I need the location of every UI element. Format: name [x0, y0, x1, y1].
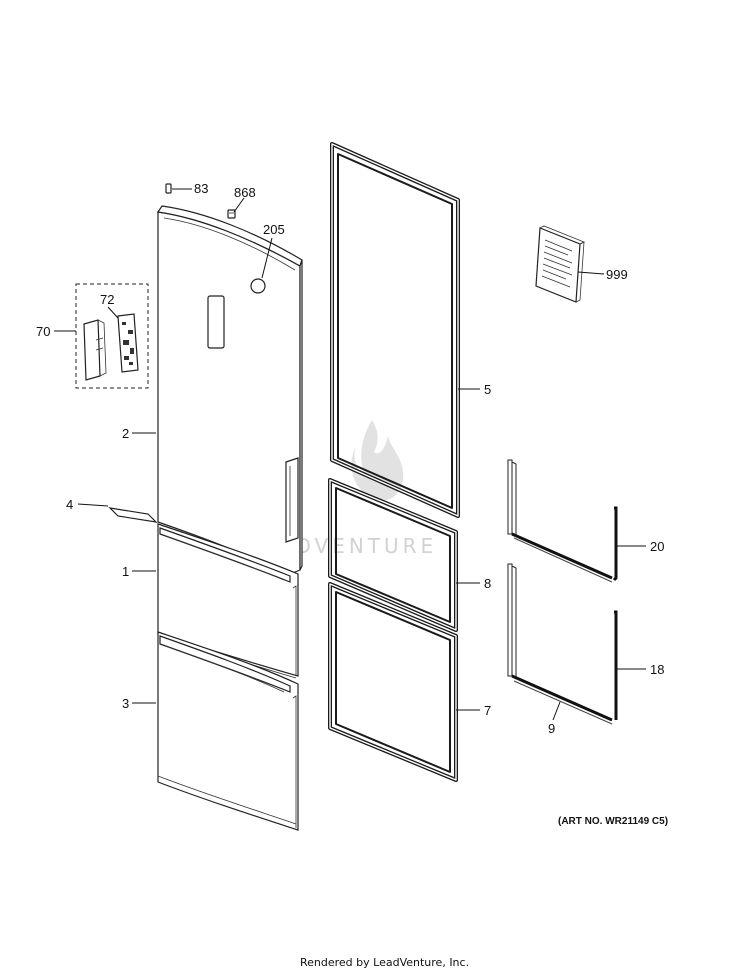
part-18-trim [507, 563, 618, 720]
callout-83: 83 [194, 181, 208, 196]
callout-3: 3 [122, 696, 129, 711]
callout-72: 72 [100, 292, 114, 307]
callout-8: 8 [484, 576, 491, 591]
part-4-trim-strip [108, 507, 158, 523]
callout-70: 70 [36, 324, 50, 339]
callout-1: 1 [122, 564, 129, 579]
callout-7: 7 [484, 703, 491, 718]
part-3-freezer-drawer-front [157, 631, 299, 831]
callout-20: 20 [650, 539, 664, 554]
part-868-cap [227, 209, 236, 219]
callout-18: 18 [650, 662, 664, 677]
part-83-clip [165, 183, 172, 194]
part-72-control-board [117, 313, 139, 373]
part-2-fresh-food-door [156, 205, 303, 575]
callout-205: 205 [263, 222, 285, 237]
part-5-fresh-food-gasket [330, 142, 460, 518]
callout-999: 999 [606, 267, 628, 282]
callout-4: 4 [66, 497, 73, 512]
footer-credit: Rendered by LeadVenture, Inc. [300, 956, 469, 969]
callout-9: 9 [548, 721, 555, 736]
part-9-bottom-trim [511, 674, 613, 725]
part-999-manual [535, 225, 585, 303]
leader-lines [54, 188, 646, 721]
part-20-trim [507, 459, 618, 583]
callout-868: 868 [234, 185, 256, 200]
part-70-control-assembly [75, 283, 149, 389]
callout-2: 2 [122, 426, 129, 441]
part-7-freezer-gasket [328, 582, 458, 782]
art-number: (ART NO. WR21149 C5) [558, 816, 668, 827]
callout-5: 5 [484, 382, 491, 397]
part-8-drawer-gasket [328, 478, 458, 632]
